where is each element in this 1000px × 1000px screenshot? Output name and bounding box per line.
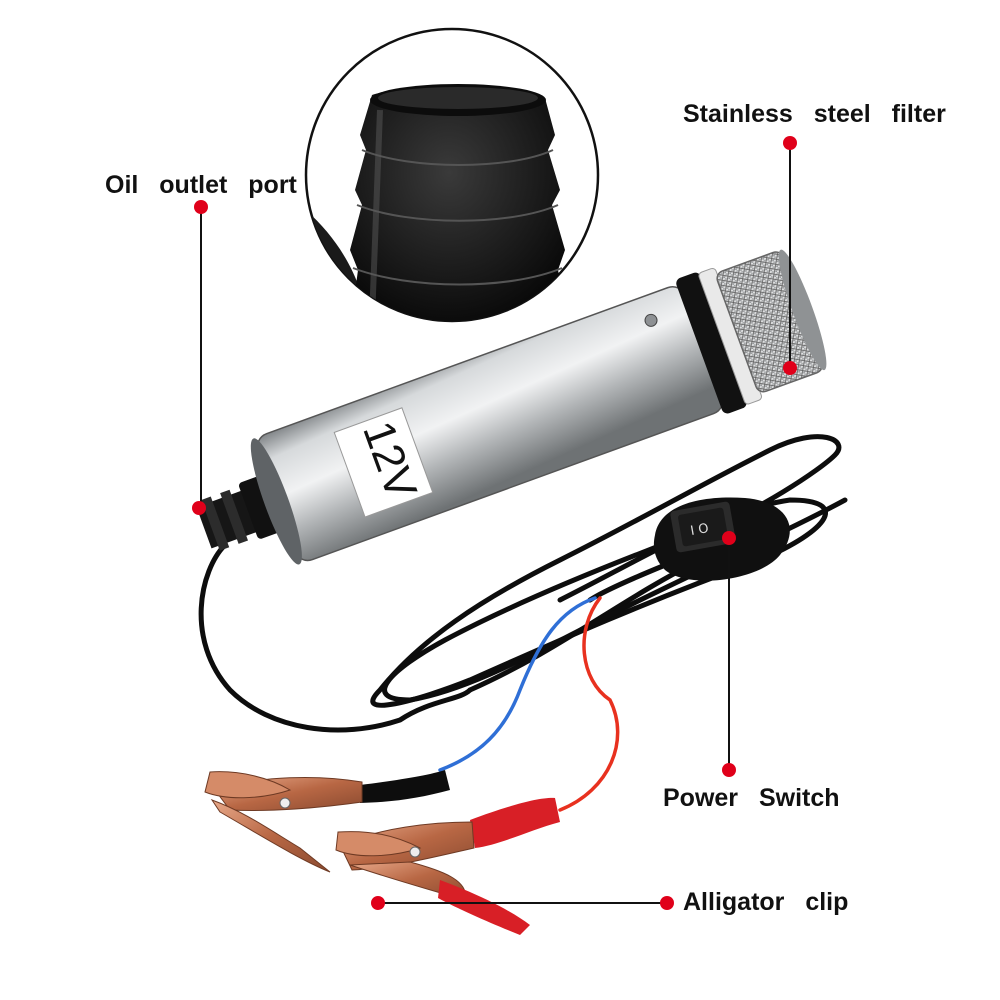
oil-outlet-port-label: Oil outlet port [105,171,297,199]
callout-markers [192,136,797,910]
alligator-clip-red [335,797,560,935]
marker-filter-point [783,361,797,375]
outlet-zoom-inset [304,27,600,323]
marker-clip-label [660,896,674,910]
alligator-clip-label: Alligator clip [683,888,849,916]
pump-body: 12V [196,249,827,565]
alligator-clip-black [204,770,450,873]
marker-oil-outlet-point [192,501,206,515]
marker-filter-label [783,136,797,150]
stainless-steel-filter-label: Stainless steel filter [683,100,946,128]
marker-clip-point [371,896,385,910]
marker-switch-point [722,531,736,545]
switch-marks: I O [689,521,710,539]
power-switch-label: Power Switch [663,784,840,812]
marker-switch-label [722,763,736,777]
power-switch-housing: I O [653,497,790,581]
marker-oil-outlet-label [194,200,208,214]
leader-lines [200,143,791,904]
